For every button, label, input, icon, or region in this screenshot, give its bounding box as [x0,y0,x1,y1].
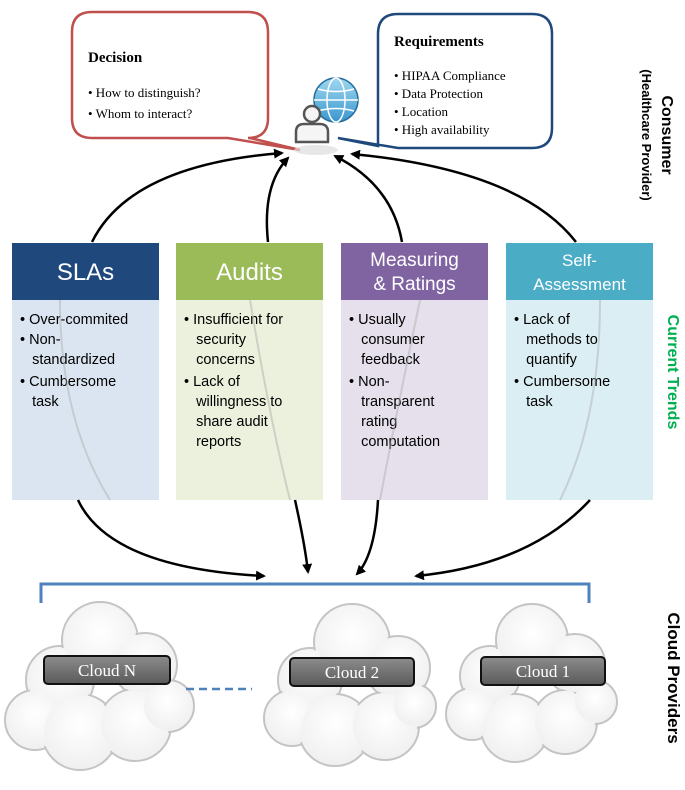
cloud-label-2: Cloud 2 [289,657,415,687]
requirements-item: • HIPAA Compliance [394,68,506,83]
trend-box-audits: Audits • Insufficient for security conce… [176,243,323,500]
arrow-selfassessment-to-consumer [350,149,577,243]
trend-bullet: • Non- [349,374,390,390]
trend-bullet: reports [184,434,241,450]
trend-bullet: • Cumbersome [20,374,116,390]
requirements-item: • Data Protection [394,86,484,101]
trend-bullet: security [184,332,247,348]
current-trends-label: Current Trends [664,315,681,430]
trend-title: SLAs [57,259,114,286]
trend-bullet: • Cumbersome [514,374,610,390]
trend-title: Assessment [533,275,626,294]
decision-title: Decision [88,50,143,66]
cloud-providers-label: Cloud Providers [664,612,683,743]
arrows-to-providers [76,499,591,581]
trend-bullet: consumer [349,332,425,348]
trend-bullet: standardized [20,352,115,368]
globe-icon [313,77,359,123]
trend-title: Audits [216,259,283,286]
cloud-icon [4,601,195,771]
decision-item: • How to distinguish? [88,85,201,100]
cloud-name: Cloud 2 [325,663,379,682]
cloud-label-n: Cloud N [43,655,171,685]
trend-bullet: concerns [184,352,255,368]
trend-title: Self- [562,251,597,270]
trend-bullet: • Usually [349,312,406,328]
user-icon [294,104,338,155]
arrow-selfassessment-to-providers [414,499,591,581]
trend-bullet: • Insufficient for [184,312,283,328]
cloud-label-1: Cloud 1 [480,656,606,686]
requirements-item: • High availability [394,122,490,137]
trend-bullet: quantify [514,352,578,368]
arrows-to-consumer [90,148,577,243]
consumer-sublabel: (Healthcare Provider) [639,69,654,201]
requirements-item: • Location [394,104,449,119]
trend-bullet: methods to [514,332,598,348]
trend-bullet: willingness to [184,394,282,410]
trend-bullet: feedback [349,352,421,368]
trend-bullet: task [514,394,553,410]
trend-box-slas: SLAs • Over-commited • Non- standardized… [12,243,159,500]
providers-bracket [39,582,591,603]
arrow-audits-to-providers [293,499,313,574]
trend-bullet: transparent [349,394,434,410]
trend-bullet: • Lack of [184,374,241,390]
arrow-ratings-to-consumer [333,154,404,243]
requirements-title: Requirements [394,34,484,50]
trend-bullet: task [20,394,59,410]
trend-bullet: share audit [184,414,268,430]
consumer-label: Consumer [658,95,675,174]
requirements-bubble: Requirements • HIPAA Compliance • Data P… [337,12,554,150]
arrow-slas-to-consumer [90,148,284,243]
decision-item: • Whom to interact? [88,106,193,121]
cloud-name: Cloud N [78,661,136,680]
cloud-name: Cloud 1 [516,662,570,681]
trend-bullet: computation [349,434,440,450]
trend-bullet: • Lack of [514,312,571,328]
trend-box-measuring-ratings: Measuring & Ratings • Usually consumer f… [341,243,488,500]
background-curves [59,299,601,501]
arrow-ratings-to-providers [355,499,380,576]
arrow-slas-to-providers [76,499,266,581]
trend-bullet: rating [349,414,397,430]
decision-bubble: Decision • How to distinguish? • Whom to… [70,10,301,152]
trend-title: Measuring [370,250,459,271]
trend-bullet: • Over-commited [20,312,128,328]
trend-box-self-assessment: Self- Assessment • Lack of methods to qu… [506,243,653,500]
trend-bullet: • Non- [20,332,61,348]
trend-title: & Ratings [373,274,455,295]
arrow-audits-to-consumer [265,156,290,243]
